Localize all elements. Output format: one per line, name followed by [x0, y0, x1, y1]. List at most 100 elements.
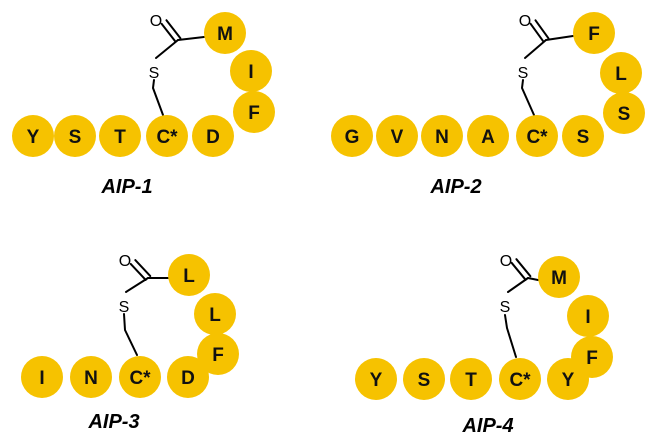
linear-residue: C* [119, 356, 161, 398]
ring-residue: F [233, 91, 275, 133]
residue-circle [421, 115, 463, 157]
linear-residue: I [21, 356, 63, 398]
residue-label: I [248, 62, 253, 83]
residue-label: N [84, 368, 98, 389]
residue-circle [499, 358, 541, 400]
linear-residue: V [376, 115, 418, 157]
linear-residue: G [331, 115, 373, 157]
oxygen-atom-label: O [500, 253, 512, 270]
residue-circle [467, 115, 509, 157]
thioester-bridge: OS [500, 253, 539, 358]
ring-residue: F [197, 333, 239, 375]
residue-label: N [435, 127, 449, 148]
residue-circle [197, 333, 239, 375]
ring-residue: F [573, 12, 615, 54]
linear-residue: C* [516, 115, 558, 157]
residue-label: G [345, 127, 360, 148]
thioester-bridge: OS [119, 253, 169, 356]
sulfur-atom-label: S [518, 65, 529, 82]
linear-residue: D [192, 115, 234, 157]
residue-circle [54, 115, 96, 157]
oxygen-atom-label: O [519, 13, 531, 30]
residue-label: Y [27, 127, 40, 148]
residue-label: L [183, 266, 195, 287]
oxygen-atom-label: O [150, 13, 162, 30]
residue-label: I [39, 368, 44, 389]
residue-label: D [206, 127, 220, 148]
residue-label: T [114, 127, 126, 148]
sulfur-carbonyl-bond [524, 39, 547, 59]
residue-circle [355, 358, 397, 400]
residue-label: C* [526, 127, 548, 148]
residue-circle [567, 295, 609, 337]
ring-residue: F [571, 336, 613, 378]
residue-label: C* [509, 370, 531, 391]
residue-circle [70, 356, 112, 398]
residue-circle [168, 254, 210, 296]
peptide-name: AIP-2 [429, 176, 481, 198]
residue-circle [233, 91, 275, 133]
linear-residue: T [99, 115, 141, 157]
ring-residue: M [538, 256, 580, 298]
linear-residue: S [562, 115, 604, 157]
residue-label: F [586, 348, 598, 369]
thioester-bridge: OS [149, 13, 205, 116]
peptide-name: AIP-3 [87, 411, 139, 433]
carbonyl-double-bond-a [134, 259, 152, 278]
linear-residue: N [421, 115, 463, 157]
carbonyl-residue-bond [545, 35, 574, 41]
residue-label: S [618, 104, 631, 125]
sulfur-atom-label: S [119, 299, 130, 316]
residue-circle [12, 115, 54, 157]
residue-label: D [181, 368, 195, 389]
ring-residue: S [603, 92, 645, 134]
sulfur-atom-label: S [500, 299, 511, 316]
residue-circle [376, 115, 418, 157]
ch2-bond [152, 79, 164, 116]
residue-circle [119, 356, 161, 398]
linear-residue: N [70, 356, 112, 398]
residue-circle [99, 115, 141, 157]
ch2-bond [504, 314, 517, 358]
residue-label: M [551, 268, 567, 289]
residue-circle [194, 293, 236, 335]
linear-residue: S [403, 358, 445, 400]
carbonyl-residue-bond [527, 277, 539, 281]
residue-circle [573, 12, 615, 54]
sulfur-carbonyl-bond [155, 39, 179, 59]
ch2-bond [521, 79, 535, 116]
residue-label: F [212, 345, 224, 366]
residue-circle [571, 336, 613, 378]
residue-label: S [418, 370, 431, 391]
residue-circle [403, 358, 445, 400]
sulfur-carbonyl-bond [507, 277, 529, 293]
peptide-name: AIP-4 [461, 415, 513, 437]
residue-label: L [615, 64, 627, 85]
residue-circle [450, 358, 492, 400]
residue-circle [21, 356, 63, 398]
ring-residue: L [168, 254, 210, 296]
ring-residue: I [230, 50, 272, 92]
ch2-bond [123, 313, 138, 356]
thioester-bridge: OS [518, 13, 574, 116]
residue-circle [516, 115, 558, 157]
residue-circle [167, 356, 209, 398]
ring-residue: L [194, 293, 236, 335]
residue-circle [603, 92, 645, 134]
residue-label: F [588, 24, 600, 45]
linear-residue: A [467, 115, 509, 157]
residue-label: S [69, 127, 82, 148]
carbonyl-double-bond-b [160, 22, 177, 43]
residue-label: I [585, 307, 590, 328]
residue-label: F [248, 103, 260, 124]
oxygen-atom-label: O [119, 253, 131, 270]
residue-label: A [481, 127, 495, 148]
ring-residue: L [600, 52, 642, 94]
residue-label: C* [156, 127, 178, 148]
carbonyl-double-bond-b [529, 22, 545, 43]
carbonyl-double-bond-b [510, 261, 527, 281]
